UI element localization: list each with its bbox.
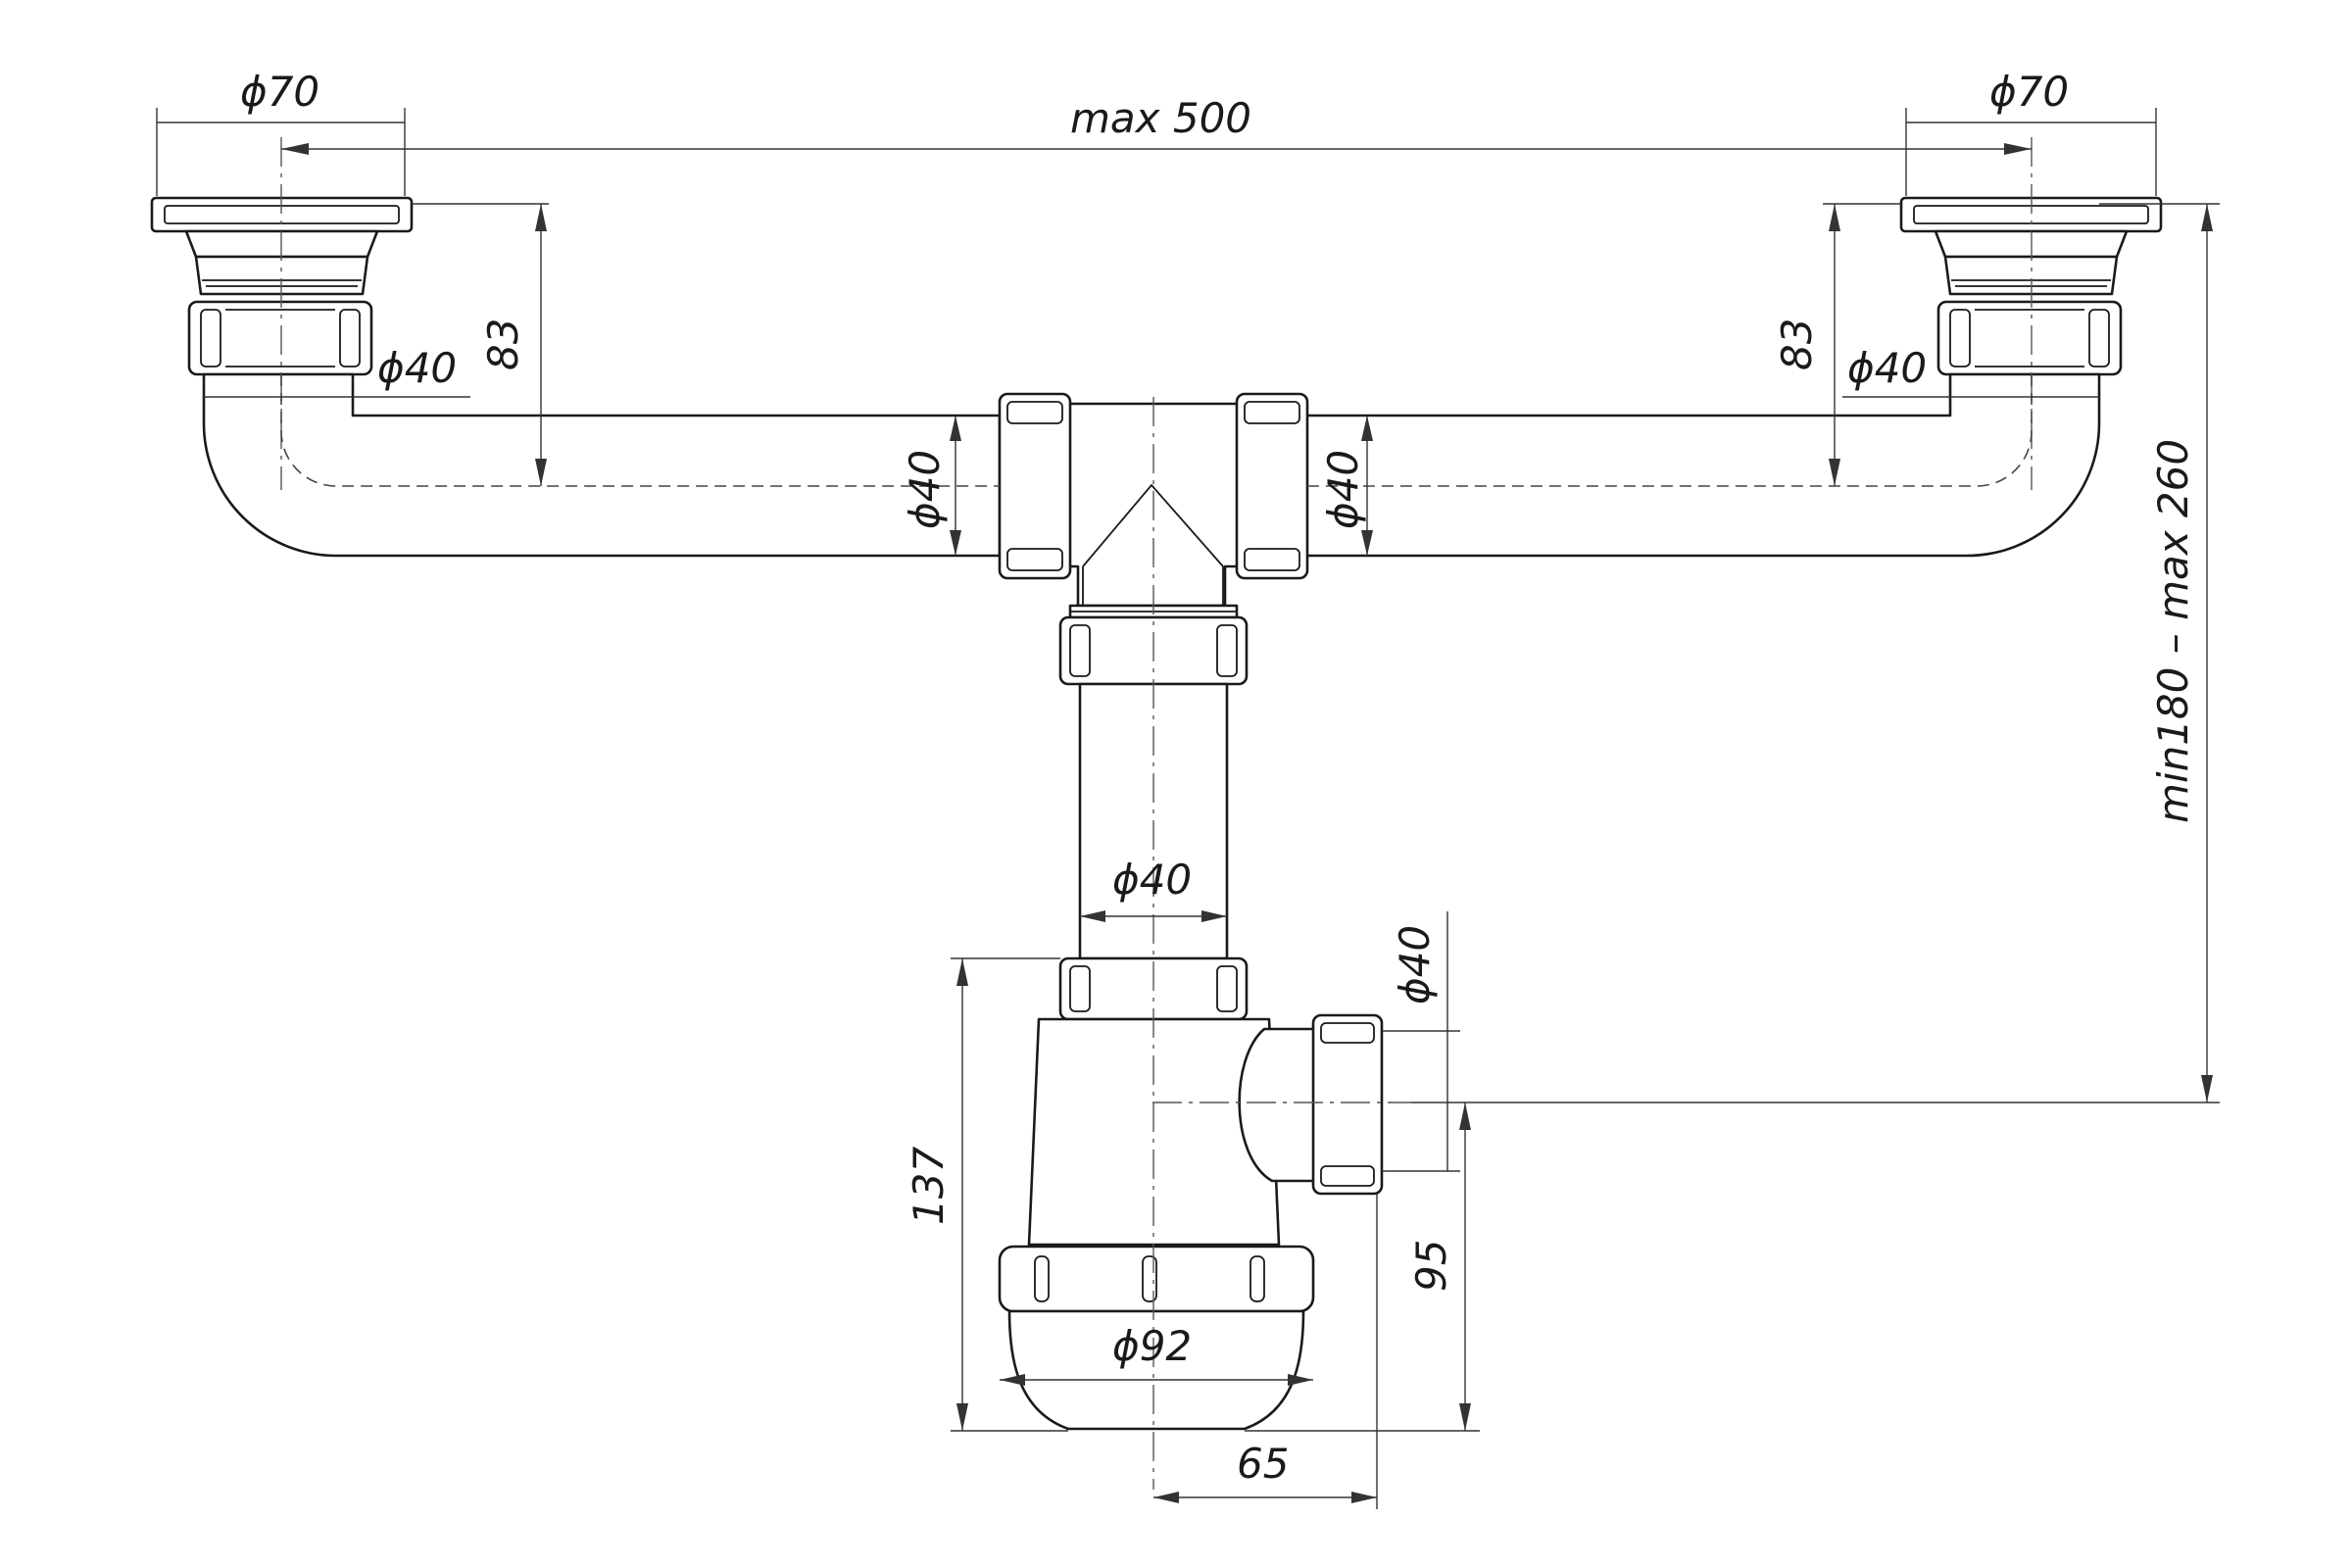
dimension-lines — [156, 108, 2220, 1509]
dim-vertical-pipe-diameter: ϕ40 — [1112, 856, 1192, 904]
dim-right-outlet-diameter: ϕ70 — [1989, 68, 2069, 116]
dim-side-outlet-diameter: ϕ40 — [1391, 925, 1439, 1004]
dim-left-outlet-diameter: ϕ70 — [240, 68, 319, 116]
dim-left-height: 83 — [479, 318, 527, 370]
dim-outlet-height: 95 — [1407, 1240, 1455, 1292]
dim-right-height: 83 — [1773, 318, 1821, 370]
dim-max-span: max 500 — [1070, 94, 1251, 142]
bottle-trap — [998, 1013, 1384, 1431]
dim-right-pipe-diameter: ϕ40 — [1847, 344, 1927, 392]
right-branch-pipe — [1301, 372, 2101, 558]
left-branch-pipe — [202, 372, 1002, 558]
dim-height-range: min180 – max 260 — [2149, 439, 2197, 823]
dimension-labels: ϕ70 max 500 ϕ70 ϕ40 ϕ40 83 83 ϕ40 ϕ40 ϕ4… — [240, 68, 2197, 1488]
dim-tee-right-diameter: ϕ40 — [1319, 450, 1367, 529]
dim-left-pipe-diameter: ϕ40 — [377, 344, 457, 392]
center-lines — [280, 137, 2033, 1490]
dim-trap-diameter: ϕ92 — [1112, 1322, 1192, 1370]
dim-tee-left-diameter: ϕ40 — [901, 450, 949, 529]
vertical-pipe — [1058, 615, 1249, 1021]
right-strainer — [1899, 196, 2163, 376]
dim-trap-height: 137 — [905, 1147, 953, 1225]
dim-outlet-offset: 65 — [1237, 1440, 1289, 1488]
